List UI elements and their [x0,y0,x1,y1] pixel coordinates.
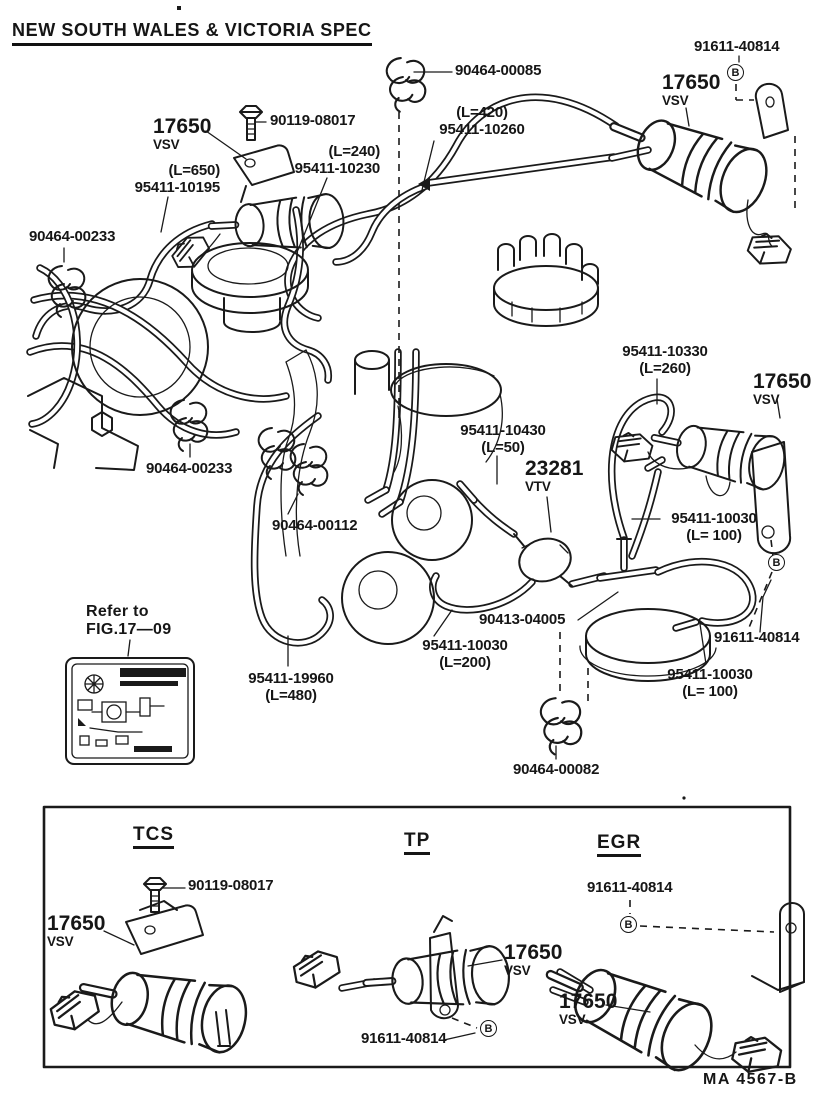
page-mark [682,796,686,800]
vsv-type: VSV [153,137,180,152]
part-label-hose-10030-right: 95411-10030 (L= 100) [664,510,764,545]
engine-block-art [27,278,503,645]
figure-code: MA 4567-B [703,1071,798,1088]
clamp-90464-00082 [539,697,583,756]
part-label-vsv-mid-right: 17650 VSV [753,371,811,407]
hose-length: (L=420) [456,104,508,121]
vtv-code: 23281 [525,457,584,480]
part-label-grommet-egr: 91611-40814 [587,879,673,896]
refer-to-note: Refer to FIG.17—09 [86,603,171,639]
hose-part-number: 95411-10330 [622,343,708,360]
vsv-assembly-top-left [167,105,345,333]
section-header-egr: EGR [597,832,642,858]
section-header-tp: TP [404,830,431,856]
vtv-type: VTV [525,479,551,494]
wire-connector [744,227,795,273]
vacuum-hoses [30,97,753,1002]
vsv-assembly-mid-right [608,412,791,555]
vsv-type: VSV [662,93,689,108]
vacuum-routing-sticker [65,657,195,765]
bolt-ref-marker-b-mid: B [768,554,785,571]
part-label-bolt-top: 90119-08017 [270,112,356,129]
vsv-assembly-top-right [601,82,795,273]
part-label-vsv-tcs: 17650 VSV [47,913,105,949]
part-label-vtv: 23281 VTV [525,458,583,494]
hose-length: (L=50) [481,438,525,456]
hose-part-number: 95411-10260 [439,120,525,138]
hose-part-number: 95411-10195 [134,178,221,196]
bolt-icon [239,105,263,141]
part-label-hose-10260: (L=420) 95411-10260 [428,104,536,139]
bolt-ref-marker-b-egr: B [620,916,637,933]
hose-part-number: 95411-10230 [294,159,381,177]
part-label-tee: 90413-04005 [479,611,566,628]
page-mark [177,6,181,10]
part-label-hose-10330: 95411-10330 (L=260) [614,343,716,378]
hose-length: (L=200) [439,653,491,671]
part-label-hose-10195: (L=650) 95411-10195 [120,162,221,197]
part-label-bolt-panel: 90119-08017 [188,877,274,894]
section-header-tcs: TCS [133,824,174,850]
part-label-clamp-00082: 90464-00082 [513,761,600,778]
part-label-clamp-mid: 90464-00233 [146,460,233,477]
vsv-code: 17650 [47,912,106,935]
hose-part-number: 95411-10030 [422,637,508,654]
hose-length: (L=650) [168,162,220,179]
vsv-type: VSV [559,1012,586,1027]
vsv-type: VSV [504,963,531,978]
refer-line2: FIG.17—09 [86,620,172,638]
vsv-code: 17650 [153,115,212,138]
distributor-art [493,233,599,327]
clamp-90464-00112-b [289,443,329,496]
refer-line1: Refer to [86,603,149,620]
part-label-hose-10030-left: 95411-10030 (L=200) [414,637,516,672]
vsv-type: VSV [47,934,74,949]
part-label-vsv-tp: 17650 VSV [504,942,562,978]
hose-length: (L=480) [265,686,317,704]
hose-length: (L= 100) [682,682,738,700]
tcs-vsv-assembly [46,877,252,1056]
vsv-type: VSV [753,392,780,407]
part-label-grommet-mid: 91611-40814 [714,629,800,646]
part-label-vsv-top-left: 17650 VSV [153,116,211,152]
hose-length: (L=240) [328,143,380,160]
part-label-clamp-left: 90464-00233 [29,228,116,245]
part-label-vsv-top-right: 17650 VSV [662,72,720,108]
tp-vsv-assembly [290,915,511,1020]
part-label-hose-10030-bottom: 95411-10030 (L= 100) [660,666,760,701]
dashed-reference-lines [398,84,796,1029]
part-label-grommet-tp: 91611-40814 [361,1030,447,1047]
part-label-hose-10230: (L=240) 95411-10230 [282,143,381,178]
part-label-hose-10430: 95411-10430 (L=50) [452,422,554,457]
vsv-code: 17650 [559,990,618,1013]
vsv-code: 17650 [753,370,812,393]
part-label-clamp-top: 90464-00085 [455,62,542,79]
hose-part-number: 95411-19960 [248,670,334,687]
hose-part-number: 95411-10030 [667,666,753,683]
hose-part-number: 95411-10430 [460,422,546,439]
page-title: NEW SOUTH WALES & VICTORIA SPEC [12,20,372,47]
hose-part-number: 95411-10030 [671,510,757,527]
hose-length: (L= 100) [686,526,742,544]
vsv-code: 17650 [504,941,563,964]
wire-connector [290,947,343,992]
part-label-vsv-egr: 17650 VSV [559,991,617,1027]
reference-panel-box [42,805,792,1069]
hose-length: (L=260) [639,359,691,377]
part-label-clamp-00112: 90464-00112 [272,517,358,534]
bolt-ref-marker-b-top: B [727,64,744,81]
egr-vsv-assembly [536,902,805,1078]
vtv-valve [513,533,573,587]
part-label-grommet-top-right: 91611-40814 [694,38,780,55]
clamp-90464-00085 [385,57,427,113]
leader-lines [63,55,781,1041]
vsv-code: 17650 [662,71,721,94]
part-label-hose-19960: 95411-19960 (L=480) [240,670,342,705]
bolt-ref-marker-b-tp: B [480,1020,497,1037]
